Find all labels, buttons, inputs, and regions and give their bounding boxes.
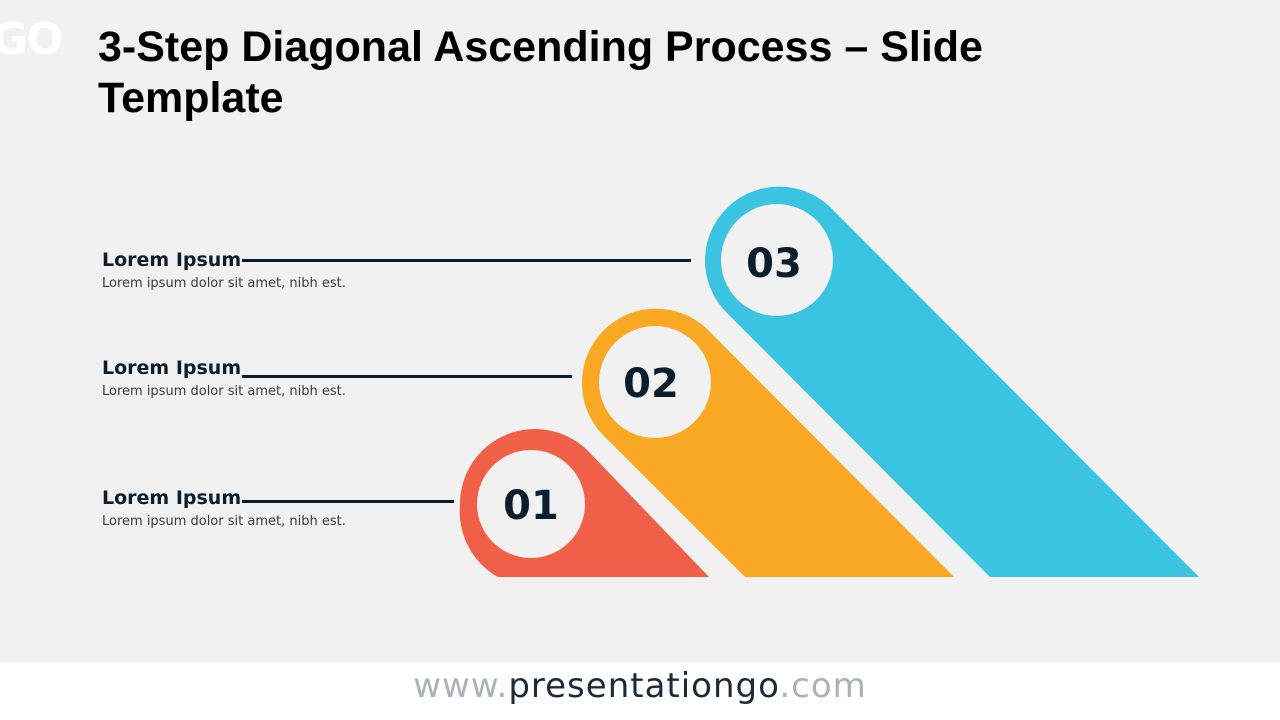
- step-1-shape: 01: [459, 428, 709, 577]
- step-1-label: Lorem Ipsum Lorem ipsum dolor sit amet, …: [102, 487, 346, 531]
- footer-url-prefix: www.: [413, 666, 509, 706]
- footer-url[interactable]: www.presentationgo.com: [0, 666, 1280, 706]
- slide-title: 3-Step Diagonal Ascending Process – Slid…: [98, 23, 983, 122]
- footer-url-domain: presentationgo: [508, 666, 780, 706]
- step-3-number: 03: [746, 241, 802, 287]
- step-1-connector-line: [242, 500, 454, 503]
- brand-logo: GO: [0, 14, 64, 65]
- step-2-shape: 02: [581, 308, 954, 577]
- step-3-shape: 03: [704, 186, 1199, 577]
- footer-bar: [0, 662, 1280, 720]
- footer-url-suffix: .com: [779, 666, 867, 706]
- step-1-number: 01: [503, 483, 559, 529]
- step-3-connector-line: [242, 259, 691, 262]
- step-2-description: Lorem ipsum dolor sit amet, nibh est.: [102, 384, 346, 399]
- step-3-description: Lorem ipsum dolor sit amet, nibh est.: [102, 276, 346, 291]
- step-2-label: Lorem Ipsum Lorem ipsum dolor sit amet, …: [102, 357, 346, 401]
- step-1-title: Lorem Ipsum: [102, 487, 242, 509]
- step-2-number: 02: [623, 361, 679, 407]
- step-3-label: Lorem Ipsum Lorem ipsum dolor sit amet, …: [102, 249, 346, 293]
- step-3-title: Lorem Ipsum: [102, 249, 242, 271]
- step-2-number-circle: [599, 326, 711, 438]
- step-2-title: Lorem Ipsum: [102, 357, 242, 379]
- step-1-number-circle: [477, 450, 585, 558]
- step-1-description: Lorem ipsum dolor sit amet, nibh est.: [102, 514, 346, 529]
- step-2-connector-line: [242, 375, 572, 378]
- step-3-number-circle: [721, 204, 833, 316]
